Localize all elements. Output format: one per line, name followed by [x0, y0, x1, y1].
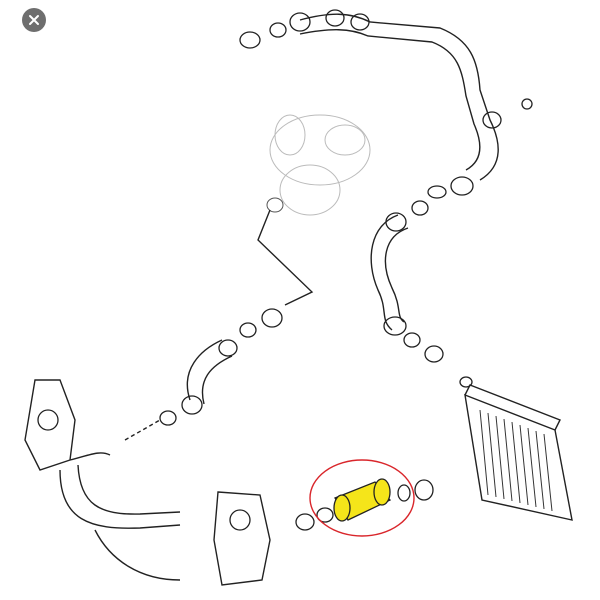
vacuum-line [257, 209, 314, 306]
highlighted-hose [309, 459, 415, 537]
intercooler [464, 384, 573, 521]
left-hose [124, 308, 283, 441]
upper-charge-pipe [239, 9, 533, 199]
highlight-circle [309, 459, 415, 537]
left-bracket-pipe [24, 379, 181, 581]
middle-hose [370, 200, 473, 388]
close-icon [29, 15, 39, 25]
close-button[interactable] [22, 8, 46, 32]
turbocharger [266, 114, 371, 216]
bottom-bracket [213, 491, 334, 586]
